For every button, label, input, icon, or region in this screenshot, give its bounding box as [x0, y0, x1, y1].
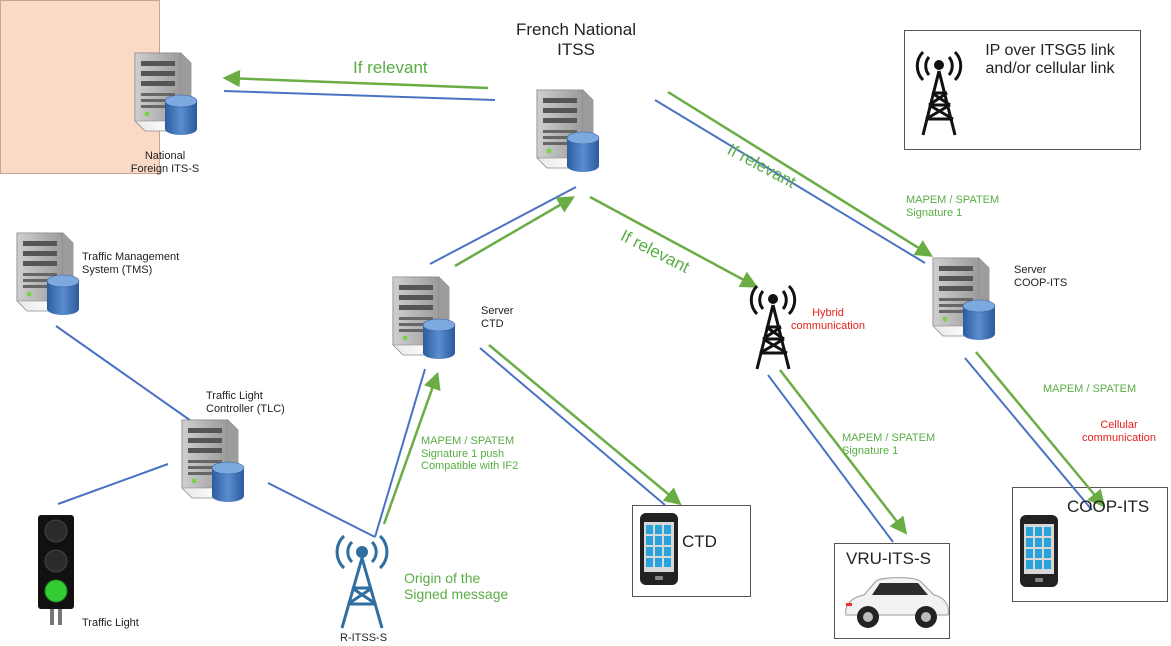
traffic-light-label: Traffic Light	[82, 617, 139, 629]
server-ctd-label: Server CTD	[481, 305, 514, 330]
arrow-tower-vru	[779, 369, 908, 535]
link-tlc-ritss	[267, 482, 376, 538]
coop-server-icon	[932, 257, 996, 341]
french-national-server-icon	[536, 89, 600, 173]
arrow-coop-device	[975, 351, 1106, 508]
arrow-ctd-national	[454, 196, 576, 268]
antenna-tower-icon	[915, 50, 963, 137]
link-national-coop	[654, 99, 926, 264]
link-tlc-trafficlight	[57, 463, 169, 505]
origin-label: Origin of the Signed message	[404, 570, 509, 603]
arrow-if-relevant-right	[667, 90, 933, 257]
coop-device-label: COOP-ITS	[1067, 497, 1150, 516]
tlc-server-icon	[181, 419, 245, 503]
blue-links	[55, 90, 1093, 543]
ctd-server-icon	[392, 276, 456, 360]
link-ctd-device	[479, 347, 666, 506]
cellular-label: Cellular communication	[1082, 419, 1156, 444]
tms-label: Traffic Management System (TMS)	[82, 251, 180, 276]
link-tms-tlc	[55, 325, 195, 424]
hybrid-label: Hybrid communication	[791, 307, 865, 332]
tlc-label: Traffic Light Controller (TLC)	[206, 390, 285, 415]
mapem-vru-label: MAPEM / SPATEM Signature 1	[842, 432, 936, 457]
arrow-ritss-ctd	[382, 371, 441, 525]
if-relevant-left-label: If relevant	[353, 58, 428, 77]
ctd-device-label: CTD	[682, 532, 717, 551]
link-ritss-ctd	[374, 368, 426, 538]
link-national-foreign	[223, 90, 496, 101]
french-national-label: French National ITSS	[515, 20, 636, 59]
r-itss-label: R-ITSS-S	[340, 632, 388, 644]
national-foreign-label: National Foreign ITS-S	[130, 150, 200, 175]
car-icon	[845, 577, 949, 628]
green-arrows	[222, 69, 1106, 535]
mapem-coop-server-label: MAPEM / SPATEM Signature 1	[906, 194, 1000, 219]
mapem-rits-label: MAPEM / SPATEM Signature 1 push Compatib…	[421, 435, 519, 473]
traffic-light-icon	[38, 515, 74, 625]
coop-phone-icon	[1020, 515, 1058, 587]
mapem-coop-device-label: MAPEM / SPATEM	[1043, 383, 1137, 395]
arrow-if-relevant-middle	[589, 195, 759, 288]
ctd-phone-icon	[640, 513, 678, 585]
national-foreign-server-icon	[134, 52, 198, 136]
french-national-highlight	[0, 0, 160, 174]
arrow-if-relevant-left	[222, 69, 489, 90]
legend-text: IP over ITSG5 link and/or cellular link	[985, 42, 1115, 78]
link-national-ctd	[429, 186, 577, 265]
tms-server-icon	[16, 232, 80, 316]
r-itss-tower-icon	[335, 534, 389, 629]
arrow-ctd-device	[488, 344, 682, 506]
server-coop-label: Server COOP-ITS	[1014, 264, 1068, 289]
link-tower-vru	[767, 374, 894, 543]
link-coop-device	[964, 357, 1093, 511]
vru-device-label: VRU-ITS-S	[846, 549, 931, 568]
